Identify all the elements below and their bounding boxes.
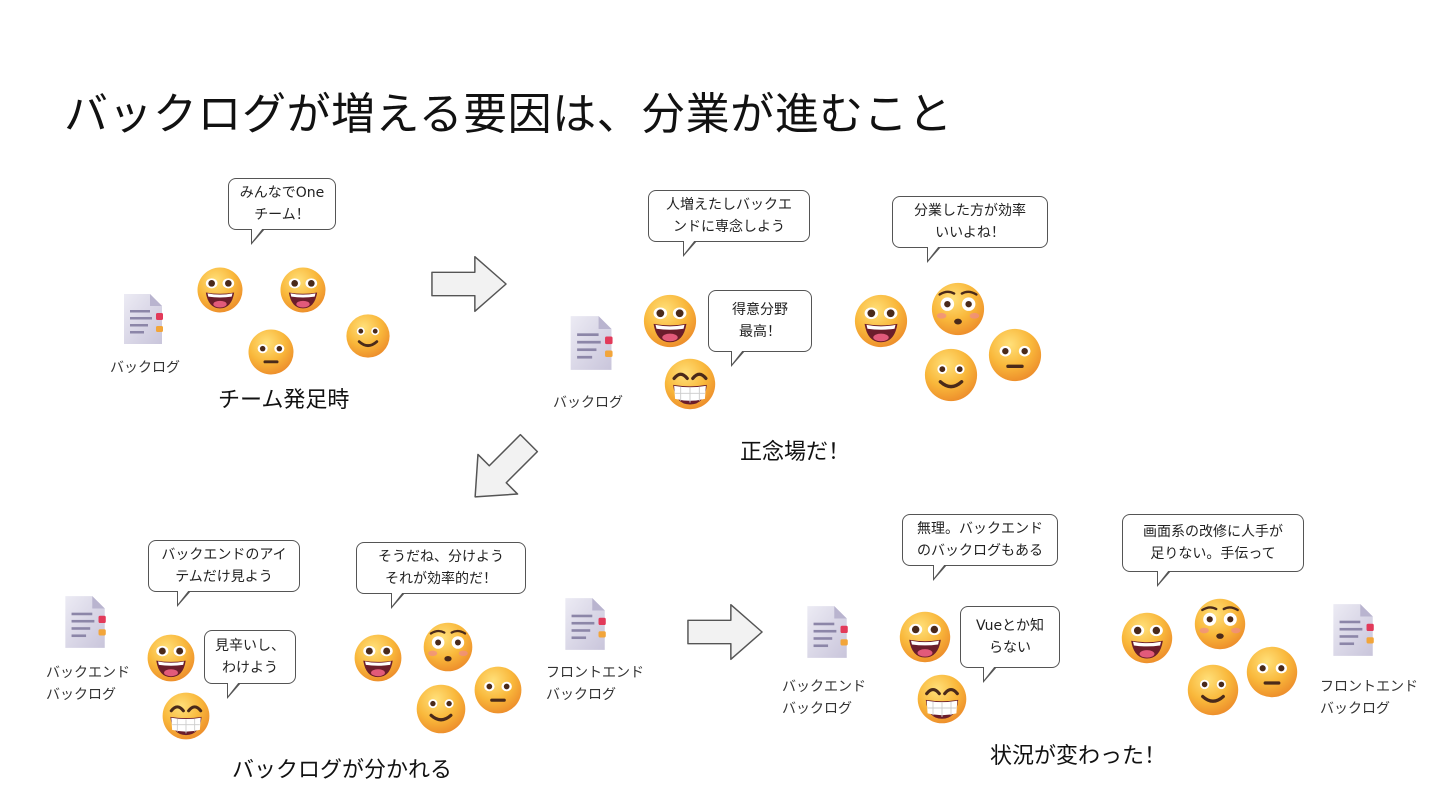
right-arrow-icon <box>686 602 764 662</box>
flushed-face-icon <box>421 620 475 674</box>
speech-text: 分業した方が効率 いいよね！ <box>914 203 1026 241</box>
backlog-label: バックログ <box>553 395 623 411</box>
speech-bubble: 得意分野 最高！ <box>708 290 812 367</box>
caption: バックログが分かれる <box>232 758 453 783</box>
smiling-face-icon <box>1185 662 1241 718</box>
bubble-tail <box>933 564 947 581</box>
page-title: バックログが増える要因は、分業が進むこと <box>64 89 953 140</box>
right-arrow-icon <box>430 254 508 314</box>
flushed-face-icon <box>929 280 987 338</box>
flushed-face-icon <box>1192 596 1248 652</box>
beaming-face-icon <box>662 356 718 412</box>
backend-backlog-label: バックエンド バックログ <box>782 679 866 717</box>
grinning-face-icon <box>897 609 953 665</box>
speech-text: 無理。バックエンド のバックログもある <box>917 521 1043 559</box>
neutral-face-icon <box>986 326 1044 384</box>
speech-text: 得意分野 最高！ <box>732 302 788 340</box>
frontend-backlog-label: フロントエンド バックログ <box>1320 679 1418 717</box>
backlog-label: バックログ <box>110 360 180 376</box>
speech-text: みんなでOne チーム！ <box>239 185 325 223</box>
speech-text: 見辛いし、 わけよう <box>215 638 285 676</box>
grinning-face-icon <box>1119 610 1175 666</box>
bubble-tail <box>177 590 191 607</box>
bubble-tail <box>983 666 997 683</box>
grinning-face-icon <box>852 292 910 350</box>
speech-bubble: 人増えたしバックエ ンドに専念しよう <box>648 190 810 257</box>
speech-text: 画面系の改修に人手が 足りない。手伝って <box>1143 524 1283 562</box>
speech-bubble: 見辛いし、 わけよう <box>204 630 296 699</box>
speech-text: Vueとか知 らない <box>975 618 1045 656</box>
document-icon <box>802 604 850 660</box>
neutral-face-icon <box>472 664 524 716</box>
grinning-face-icon <box>278 265 328 315</box>
frontend-backlog-label: フロントエンド バックログ <box>546 665 644 703</box>
bubble-tail <box>391 592 405 609</box>
speech-bubble: 分業した方が効率 いいよね！ <box>892 196 1048 263</box>
speech-bubble: バックエンドのアイ テムだけ見よう <box>148 540 300 607</box>
grinning-face-icon <box>195 265 245 315</box>
bubble-tail <box>227 682 241 699</box>
document-icon <box>566 314 614 372</box>
speech-bubble: 画面系の改修に人手が 足りない。手伝って <box>1122 514 1304 587</box>
beaming-face-icon <box>160 690 212 742</box>
neutral-face-icon <box>1244 644 1300 700</box>
smiling-face-icon <box>344 312 392 360</box>
speech-text: バックエンドのアイ テムだけ見よう <box>161 547 287 585</box>
smiling-face-icon <box>414 682 468 736</box>
document-icon <box>560 596 608 652</box>
speech-bubble: Vueとか知 らない <box>960 606 1060 683</box>
speech-bubble: みんなでOne チーム！ <box>228 178 336 245</box>
bubble-tail <box>1157 570 1171 587</box>
backend-backlog-label: バックエンド バックログ <box>46 665 130 703</box>
caption: 状況が変わった！ <box>990 744 1167 769</box>
beaming-face-icon <box>915 672 969 726</box>
speech-bubble: そうだね、分けよう それが効率的だ！ <box>356 542 526 609</box>
bubble-tail <box>731 350 745 367</box>
grinning-face-icon <box>352 632 404 684</box>
speech-bubble: 無理。バックエンド のバックログもある <box>902 514 1058 581</box>
caption: 正念場だ！ <box>740 440 851 465</box>
document-icon <box>120 292 164 346</box>
bubble-tail <box>683 240 697 257</box>
grinning-face-icon <box>641 292 699 350</box>
bubble-tail <box>251 228 265 245</box>
speech-text: 人増えたしバックエ ンドに専念しよう <box>666 197 792 235</box>
document-icon <box>1328 602 1376 658</box>
document-icon <box>60 594 108 650</box>
neutral-face-icon <box>246 327 296 377</box>
grinning-face-icon <box>145 632 197 684</box>
speech-text: そうだね、分けよう それが効率的だ！ <box>378 549 504 587</box>
caption: チーム発足時 <box>218 388 350 413</box>
right-arrow-icon <box>454 422 550 518</box>
smiling-face-icon <box>922 346 980 404</box>
bubble-tail <box>927 246 941 263</box>
